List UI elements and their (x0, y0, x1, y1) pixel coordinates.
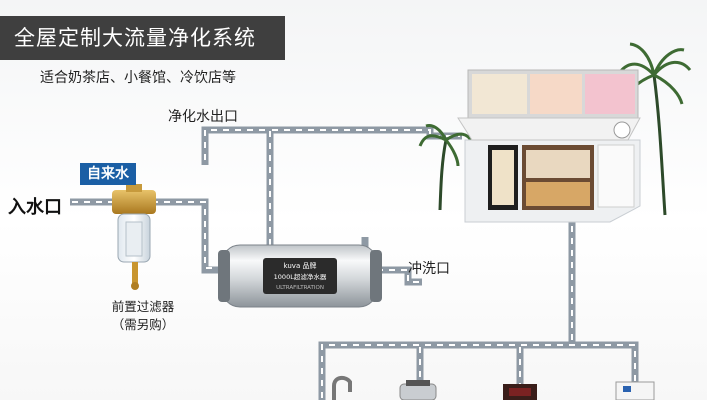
page-subtitle: 适合奶茶店、小餐馆、冷饮店等 (40, 70, 236, 86)
inlet-label: 入水口 (8, 197, 62, 218)
purifier-model-text: 1000L超滤净水器 (274, 272, 327, 281)
prefilter-label-line2: （需另购） (111, 317, 175, 332)
purifier-upper-pipe (201, 126, 274, 248)
kettle-icon (399, 380, 437, 400)
purifier-icon: kuva 品牌 1000L超滤净水器 ULTRAFILTRATION (218, 244, 382, 308)
purifier-type-text: ULTRAFILTRATION (276, 285, 324, 291)
flush-outlet-label: 冲洗口 (408, 261, 450, 277)
prefilter-label-line1: 前置过滤器 (111, 299, 175, 314)
purifier-brand-text: kuva 品牌 (284, 261, 317, 270)
coffee-machine-icon (503, 384, 537, 400)
prefilter-label: 前置过滤器 （需另购） (104, 298, 182, 334)
flow-arrows (72, 129, 636, 398)
prefilter-to-purifier-pipe (150, 198, 222, 274)
prefilter-icon (112, 184, 156, 290)
palm-tree-icon (418, 42, 692, 216)
page-title: 全屋定制大流量净化系统 (0, 16, 285, 60)
distribution-header-pipe (318, 341, 639, 400)
tap-water-tag: 自来水 (80, 163, 136, 185)
purified-outlet-label: 净化水出口 (168, 109, 238, 125)
faucet-icon (332, 375, 352, 400)
shop-icon (457, 69, 641, 223)
water-dispenser-icon (615, 381, 655, 400)
